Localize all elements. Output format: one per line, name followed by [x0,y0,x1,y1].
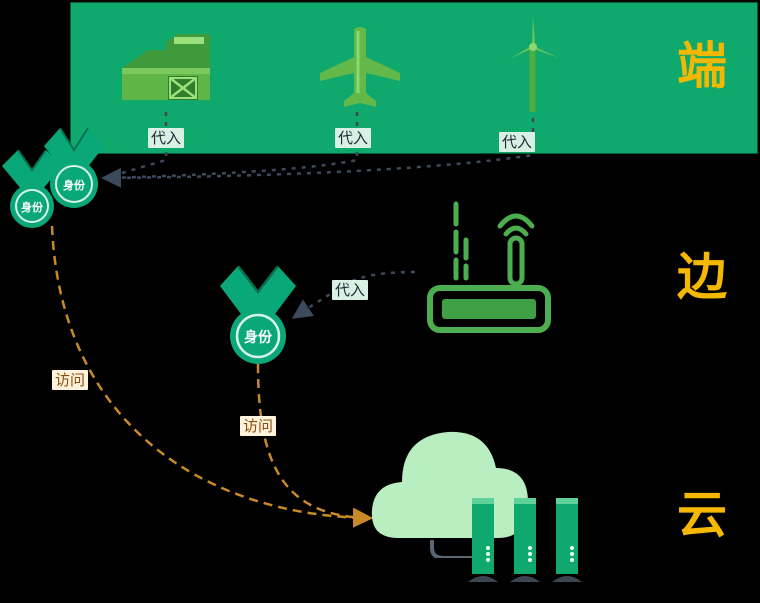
access-line-edge [256,363,373,528]
tier-label-edge: 边 [677,248,727,306]
wind-turbine-icon [507,16,559,112]
access-label-device: 访问 [52,370,89,390]
tier-label-device: 端 [677,37,727,95]
proxy-line-barn [104,112,168,180]
proxy-label-turbine: 代入 [499,132,536,152]
proxy-line-turbine [101,118,535,188]
identity-badge-icon [2,150,62,228]
proxy-label-airplane: 代入 [335,128,372,148]
access-label-edge: 访问 [240,416,277,436]
identity-badge-icon [44,127,104,208]
proxy-line-airplane [109,112,359,180]
identity-badge-icon [220,266,296,364]
access-line-device [50,225,373,528]
identity-label-edge: 身份 [244,330,272,346]
barn-icon [122,34,210,100]
airplane-icon [320,27,400,107]
proxy-label-barn: 代入 [148,128,185,148]
router-icon [427,201,551,333]
proxy-line-router [291,270,416,319]
identity-label-device-back: 身份 [63,179,85,192]
proxy-label-router: 代入 [332,280,369,300]
server-icon [468,498,582,582]
identity-label-device-front: 身份 [21,201,43,214]
tier-label-cloud: 云 [677,486,727,544]
